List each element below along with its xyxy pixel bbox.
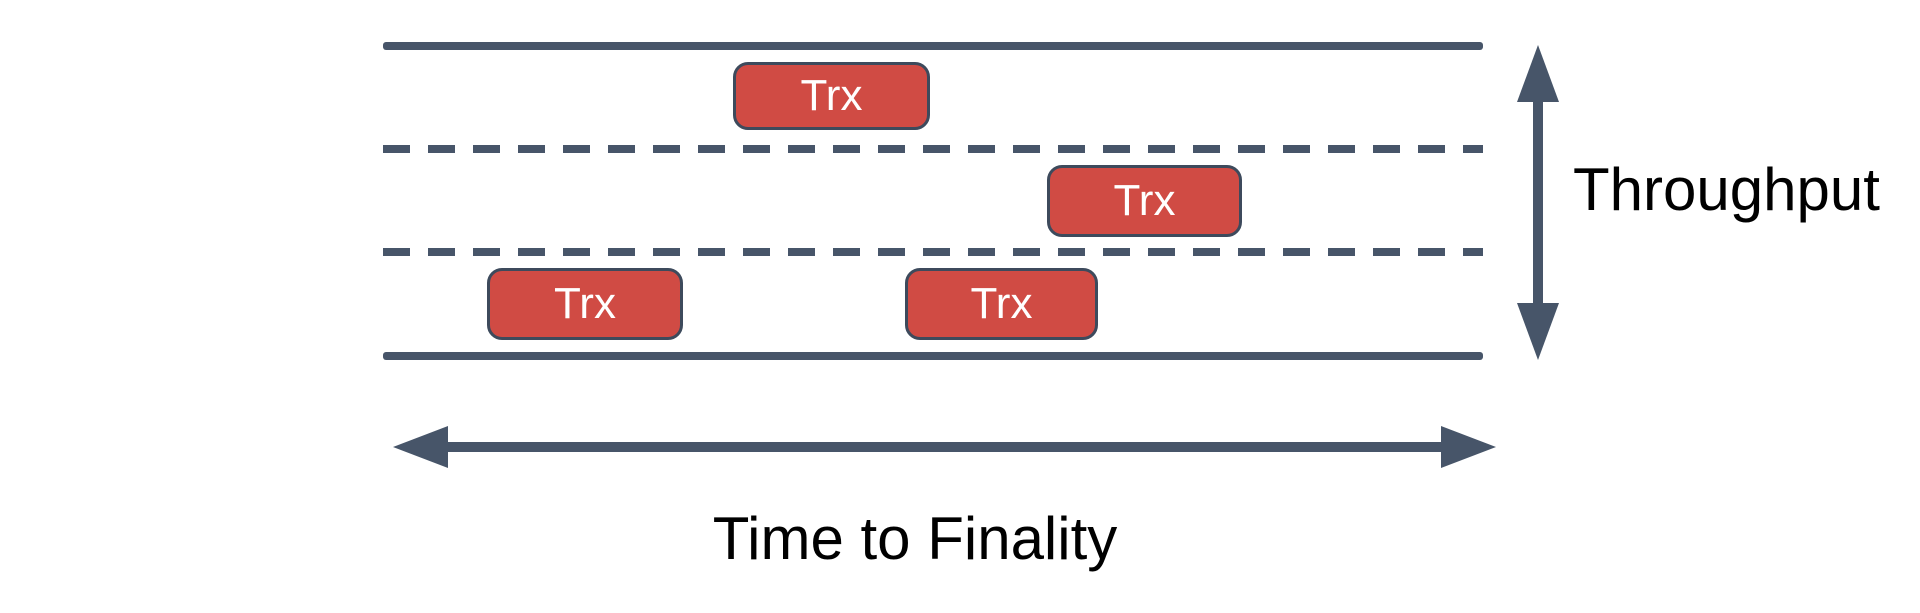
lane-divider-dashed-line [383, 145, 1483, 153]
trx-box: Trx [487, 268, 683, 340]
trx-box: Trx [905, 268, 1098, 340]
trx-box-label: Trx [800, 71, 863, 120]
trx-box-label: Trx [554, 279, 616, 328]
double-headed-horizontal-arrow-icon [393, 426, 1496, 468]
road-top-edge-line [383, 42, 1483, 50]
road-bottom-edge-line [383, 352, 1483, 360]
double-headed-vertical-arrow-icon [1517, 45, 1559, 360]
trx-box: Trx [1047, 165, 1242, 237]
trx-box: Trx [733, 62, 930, 130]
lane-divider-dashed-line [383, 248, 1483, 256]
throughput-axis-label: Throughput [1573, 156, 1880, 223]
trx-box-label: Trx [1113, 176, 1176, 225]
time-to-finality-axis-label: Time to Finality [712, 505, 1118, 572]
trx-box-label: Trx [970, 279, 1033, 328]
